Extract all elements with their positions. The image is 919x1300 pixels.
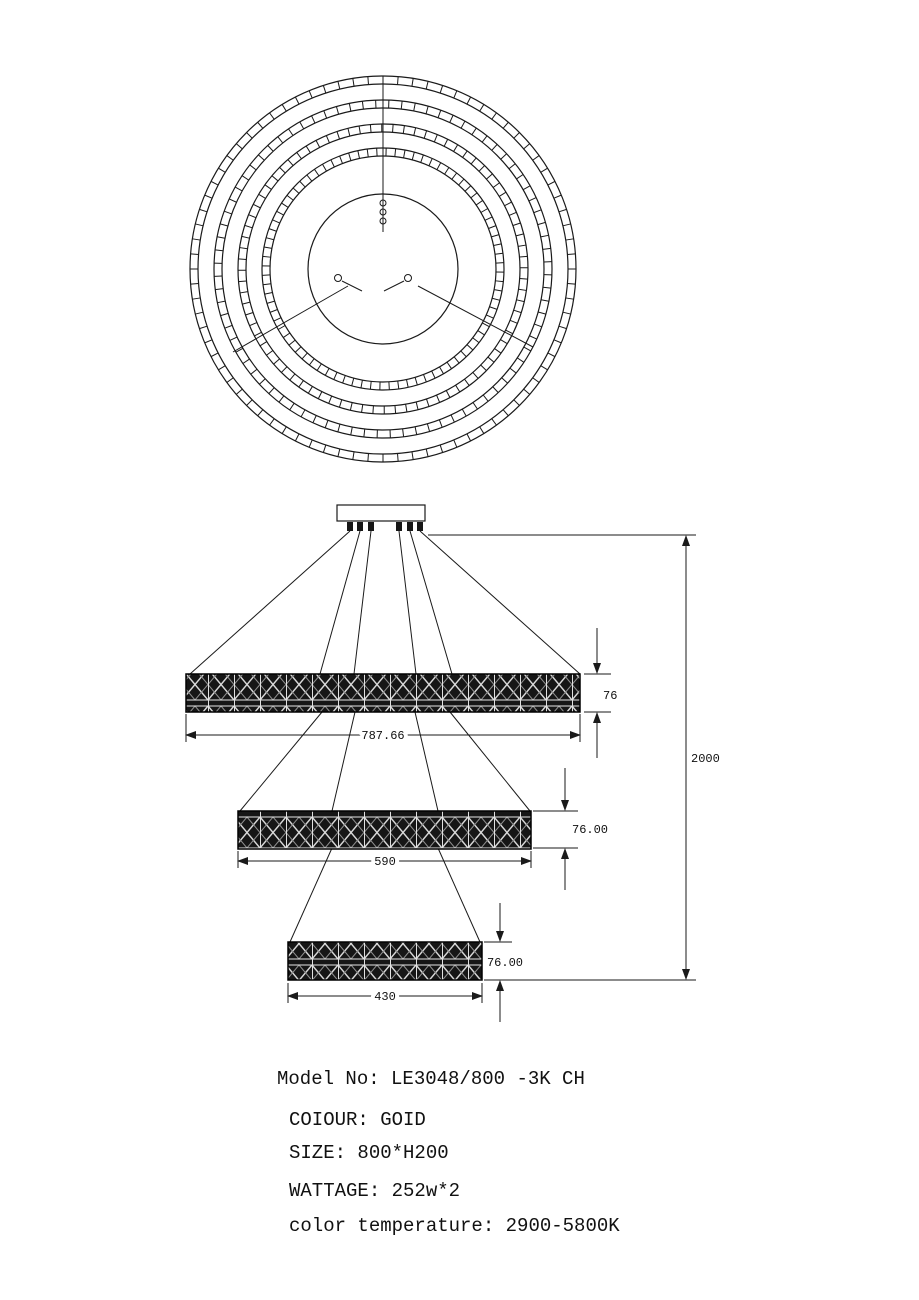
dimension-tier3-height: 76.00 (483, 903, 527, 1022)
spec-text-block: Model No: LE3048/800 -3K CH COIOUR: GOID… (277, 1068, 620, 1237)
cable-connectors (347, 522, 423, 531)
spec-size: SIZE: 800*H200 (289, 1142, 449, 1164)
dimension-overall-height: 2000 (428, 534, 724, 981)
suspension-bead-1 (379, 199, 387, 207)
suspension-cables (189, 530, 581, 943)
mount-leader-left (341, 280, 363, 292)
tier1-crystal-band (185, 673, 581, 713)
spec-color-temperature: color temperature: 2900-5800K (289, 1215, 620, 1237)
suspension-bead-2 (379, 208, 387, 216)
tier2-crystal-band (237, 810, 532, 850)
spoke-left (232, 285, 349, 353)
tier1-width-label: 787.66 (361, 729, 404, 743)
dimension-tier1-height: 76 (584, 628, 621, 758)
tier3-crystal-band (287, 941, 483, 981)
dimension-tier3-width: 430 (287, 983, 483, 1008)
dimension-tier1-width: 787.66 (185, 714, 581, 747)
dimension-tier2-height: 76.00 (533, 768, 612, 890)
mount-point-left (334, 274, 342, 282)
mount-point-right (404, 274, 412, 282)
suspension-bead-3 (379, 217, 387, 225)
elevation-view: 787.66 76 590 76.00 (185, 504, 724, 1022)
mount-leader-right (383, 280, 405, 292)
dimension-tier2-width: 590 (237, 851, 532, 873)
top-view (189, 75, 577, 463)
spoke-right (417, 285, 534, 348)
tier3-width-label: 430 (374, 990, 396, 1004)
spec-model: Model No: LE3048/800 -3K CH (277, 1068, 585, 1090)
tier2-width-label: 590 (374, 855, 396, 869)
tier2-height-label: 76.00 (572, 823, 608, 837)
spec-colour: COIOUR: GOID (289, 1109, 426, 1131)
ceiling-canopy (336, 504, 426, 522)
spec-wattage: WATTAGE: 252w*2 (289, 1180, 460, 1202)
tier1-height-label: 76 (603, 689, 617, 703)
overall-height-label: 2000 (691, 752, 720, 766)
tier3-height-label: 76.00 (487, 956, 523, 970)
